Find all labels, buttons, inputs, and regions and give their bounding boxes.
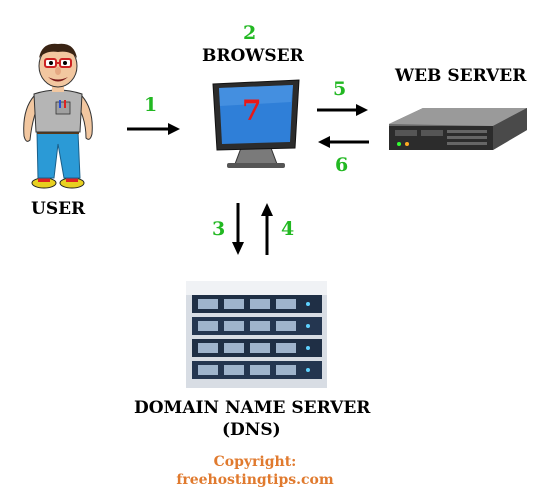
step-5-number: 5 [333, 78, 347, 100]
step-1-number: 1 [144, 94, 158, 116]
arrow-dns-to-browser [259, 202, 275, 256]
step-7-number: 7 [242, 94, 262, 127]
dns-label-line2: (DNS) [222, 420, 281, 440]
user-cartoon-icon [12, 40, 102, 190]
user-label: USER [31, 199, 86, 219]
dns-label-line1: DOMAIN NAME SERVER [134, 398, 371, 418]
arrow-browser-to-webserver [316, 102, 370, 118]
arrow-webserver-to-browser [316, 134, 370, 150]
arrow-browser-to-dns [230, 202, 246, 256]
arrow-user-to-browser [126, 121, 182, 137]
browser-label: BROWSER [202, 46, 304, 66]
step-3-number: 3 [212, 218, 226, 240]
dns-server-icon [186, 281, 327, 388]
copyright-line2: freehostingtips.com [176, 472, 334, 488]
server-rack-icon [385, 100, 530, 160]
step-4-number: 4 [281, 218, 295, 240]
step-6-number: 6 [335, 154, 349, 176]
copyright-line1: Copyright: [213, 454, 297, 470]
web-server-label: WEB SERVER [395, 66, 527, 86]
monitor-icon [207, 78, 305, 170]
step-2-number: 2 [243, 22, 257, 44]
